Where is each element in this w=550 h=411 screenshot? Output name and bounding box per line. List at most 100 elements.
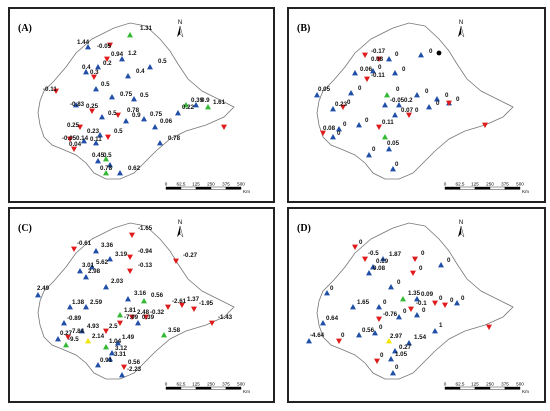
triangle-up-icon	[89, 264, 95, 270]
triangle-up-icon	[67, 304, 73, 310]
triangle-up-icon	[390, 370, 396, 376]
triangle-up-icon	[35, 292, 41, 298]
trend-value: 0	[343, 121, 347, 128]
triangle-up-icon	[95, 64, 101, 70]
triangle-down-icon	[191, 306, 197, 312]
triangle-up-icon	[205, 104, 211, 110]
scale-tick: 500	[516, 382, 524, 387]
triangle-up-icon	[157, 140, 163, 146]
trend-value: 0.56	[128, 359, 141, 366]
triangle-down-icon	[53, 88, 59, 94]
panel-label: (A)	[18, 23, 32, 34]
triangle-up-icon	[127, 32, 133, 38]
triangle-up-icon	[382, 134, 388, 140]
triangle-down-icon	[406, 112, 412, 118]
trend-value: 0.56	[151, 292, 164, 299]
triangle-down-icon	[376, 124, 382, 130]
triangle-up-icon	[93, 248, 99, 254]
panel-label: (C)	[18, 223, 32, 234]
trend-value: 0.5	[140, 92, 149, 99]
trend-value: -0.89	[67, 315, 82, 322]
trend-value: 0.4	[136, 68, 145, 75]
triangle-down-icon	[352, 244, 358, 250]
triangle-up-icon	[161, 332, 167, 338]
triangle-up-icon	[147, 64, 153, 70]
triangle-up-icon	[390, 166, 396, 172]
trend-value: 1.54	[414, 334, 427, 341]
trend-value: -0.94	[138, 248, 153, 255]
scale-unit: Km	[243, 189, 250, 194]
trend-value: 0.62	[128, 165, 141, 172]
trend-value: 3.19	[115, 251, 128, 258]
trend-value: 0	[421, 250, 425, 257]
scale-tick: 0	[165, 182, 168, 187]
trend-value: 1.61	[213, 99, 226, 106]
triangle-up-icon	[109, 350, 115, 356]
trend-value: 0	[380, 352, 384, 359]
scale-tick: 375	[501, 182, 509, 187]
trend-value: 0.56	[362, 327, 375, 334]
trend-value: 0.78	[100, 165, 113, 172]
trend-value: 0	[383, 299, 387, 306]
trend-value: -2.23	[127, 366, 142, 373]
trend-value: -0.11	[371, 72, 385, 79]
triangle-up-icon	[336, 126, 342, 132]
trend-value: 0.2	[404, 97, 413, 104]
triangle-up-icon	[392, 112, 398, 118]
trend-value: 0	[397, 279, 401, 286]
triangle-down-icon	[482, 122, 488, 128]
trend-value: 0	[359, 239, 363, 246]
trend-value: -4.64	[310, 332, 325, 339]
triangle-down-icon	[320, 130, 326, 136]
triangle-up-icon	[85, 44, 91, 50]
trend-value: 1.49	[122, 334, 135, 341]
trend-value: 1.65	[357, 299, 370, 306]
triangle-up-icon	[115, 340, 121, 346]
triangle-up-icon	[350, 304, 356, 310]
triangle-up-icon	[119, 372, 125, 378]
triangle-up-icon	[107, 256, 113, 262]
triangle-up-icon	[81, 138, 87, 144]
trend-value: 0.9	[201, 97, 210, 104]
trend-value: 0.23	[335, 101, 348, 108]
triangle-down-icon	[129, 314, 135, 320]
trend-value: 0	[347, 99, 351, 106]
scale-tick: 125	[471, 382, 479, 387]
trend-value: 0	[403, 308, 407, 315]
scale-tick: 0	[444, 182, 447, 187]
trend-value: 4.93	[87, 323, 100, 330]
triangle-up-icon	[97, 132, 103, 138]
trend-value: -1.43	[218, 314, 233, 321]
triangle-up-icon	[95, 362, 101, 368]
trend-value: 0.06	[160, 118, 173, 125]
triangle-up-icon	[348, 90, 354, 96]
trend-value: -1.95	[199, 300, 214, 307]
trend-value: 0	[337, 130, 341, 137]
trend-value: -1.65	[138, 225, 153, 232]
trend-value: 0	[396, 86, 400, 93]
scale-tick: 375	[222, 182, 230, 187]
trend-value: 2.03	[111, 278, 124, 285]
country-outline	[316, 22, 514, 180]
trend-value: 0.08	[371, 56, 384, 63]
triangle-down-icon	[336, 338, 342, 344]
triangle-up-icon	[83, 69, 89, 75]
trend-value: 2.49	[37, 285, 50, 292]
trend-value: 1.35	[408, 290, 421, 297]
north-arrow-icon: N	[458, 20, 465, 38]
trend-value: 0.23	[87, 128, 100, 135]
trend-value: 1.05	[395, 351, 408, 358]
triangle-up-icon	[434, 96, 440, 102]
triangle-up-icon	[77, 268, 83, 274]
scale-tick: 62.5	[177, 382, 186, 387]
triangle-up-icon	[426, 104, 432, 110]
trend-value: 0	[378, 64, 382, 71]
trend-value: 0	[330, 285, 334, 292]
triangle-up-icon	[103, 156, 109, 162]
triangle-up-icon	[386, 56, 392, 62]
trend-value: -0.27	[183, 252, 198, 259]
triangle-down-icon	[221, 124, 227, 130]
triangle-up-icon	[380, 256, 386, 262]
trend-value: 1	[439, 322, 443, 329]
